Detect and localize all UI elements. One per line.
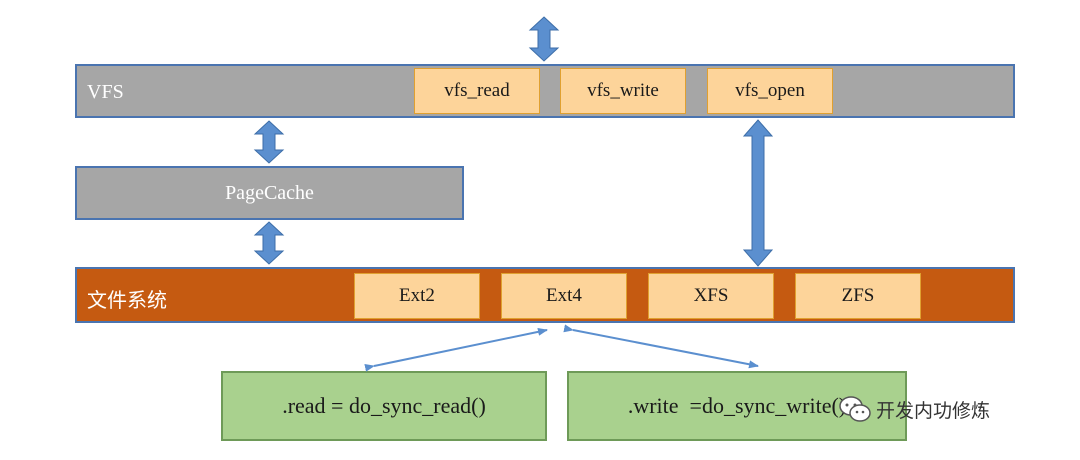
ext4-read-arrow-a bbox=[364, 327, 548, 372]
read-impl-box: .read = do_sync_read() bbox=[221, 371, 547, 441]
vfs-layer: VFS bbox=[75, 64, 1015, 118]
vfs-open-fs-arrow bbox=[742, 119, 774, 267]
vfs-read-box: vfs_read bbox=[414, 68, 540, 114]
wechat-icon bbox=[839, 396, 871, 422]
watermark-text: 开发内功修炼 bbox=[876, 399, 991, 422]
ext4-write-arrow-a bbox=[563, 324, 759, 369]
fs-ext4-box: Ext4 bbox=[501, 273, 627, 319]
vfs-write-box: vfs_write bbox=[560, 68, 686, 114]
watermark: 开发内功修炼 bbox=[838, 394, 990, 424]
fs-xfs-box: XFS bbox=[648, 273, 774, 319]
pagecache-layer: PageCache bbox=[75, 166, 464, 220]
vfs-label: VFS bbox=[87, 81, 124, 103]
write-impl-box: .write =do_sync_write() bbox=[567, 371, 907, 441]
pagecache-fs-arrow bbox=[253, 221, 285, 265]
filesystem-label: 文件系统 bbox=[87, 288, 167, 312]
vfs-pagecache-arrow bbox=[253, 120, 285, 164]
fs-zfs-box: ZFS bbox=[795, 273, 921, 319]
fs-ext2-box: Ext2 bbox=[354, 273, 480, 319]
top-double-arrow bbox=[528, 16, 560, 62]
vfs-open-box: vfs_open bbox=[707, 68, 833, 114]
